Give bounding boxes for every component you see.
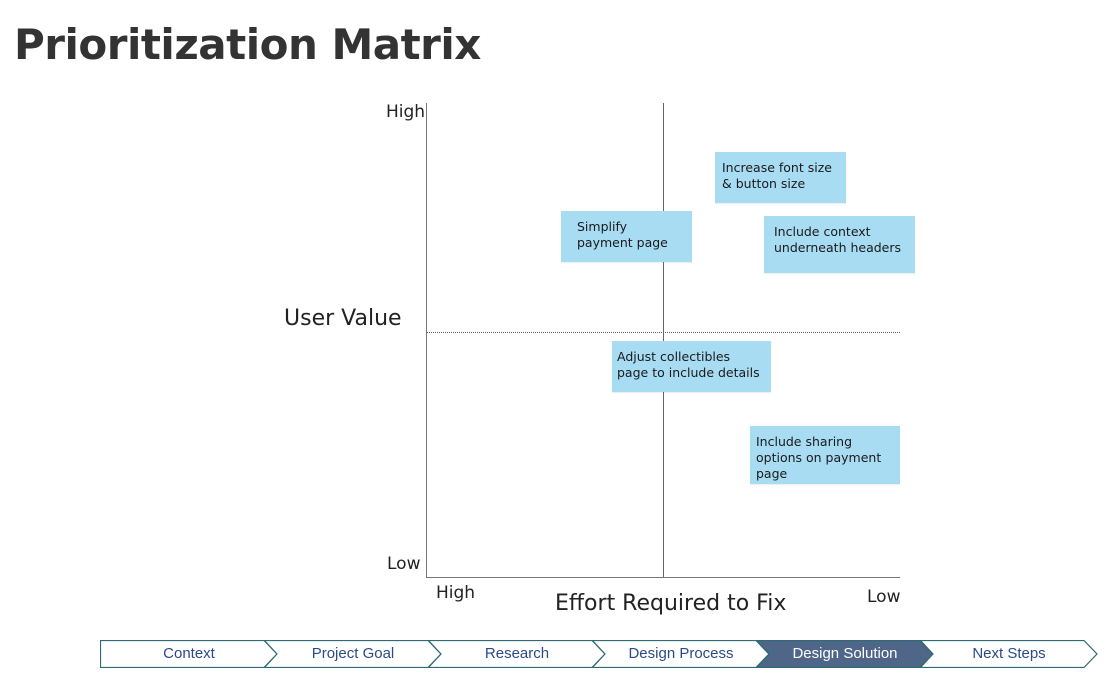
- sticky-note-sharing-options: Include sharing options on payment page: [750, 426, 900, 484]
- y-axis-title: User Value: [284, 306, 402, 331]
- sticky-note-context-headers: Include context underneath headers: [764, 216, 915, 273]
- y-axis-line: [426, 103, 427, 577]
- breadcrumb-step-design-process[interactable]: Design Process: [592, 640, 770, 668]
- breadcrumb-label: Research: [484, 645, 550, 662]
- breadcrumb-label: Design Process: [628, 645, 734, 662]
- sticky-note-simplify-payment: Simplify payment page: [561, 211, 692, 262]
- page-title: Prioritization Matrix: [14, 20, 481, 69]
- x-axis-high-label: High: [436, 583, 476, 603]
- y-axis-high-label: High: [386, 102, 426, 122]
- breadcrumb-step-research[interactable]: Research: [428, 640, 606, 668]
- sticky-note-collectibles-details: Adjust collectibles page to include deta…: [612, 341, 771, 392]
- breadcrumb-label: Design Solution: [792, 645, 898, 662]
- breadcrumb-chevron-shape: [920, 640, 1098, 668]
- y-axis-low-label: Low: [387, 554, 421, 574]
- breadcrumb-step-context[interactable]: Context: [100, 640, 278, 668]
- progress-breadcrumb: Context Project Goal Research Design Pro…: [100, 640, 1100, 668]
- x-axis-low-label: Low: [867, 587, 901, 607]
- breadcrumb-label: Project Goal: [311, 645, 395, 662]
- breadcrumb-step-design-solution[interactable]: Design Solution: [756, 640, 934, 668]
- breadcrumb-step-project-goal[interactable]: Project Goal: [264, 640, 442, 668]
- x-axis-title: Effort Required to Fix: [555, 591, 787, 616]
- breadcrumb-label: Context: [163, 645, 215, 662]
- sticky-note-font-size: Increase font size & button size: [715, 152, 846, 203]
- breadcrumb-label: Next Steps: [972, 645, 1046, 662]
- vertical-divider: [663, 103, 664, 577]
- horizontal-divider: [426, 332, 900, 333]
- breadcrumb-step-next-steps[interactable]: Next Steps: [920, 640, 1098, 668]
- x-axis-line: [426, 577, 900, 578]
